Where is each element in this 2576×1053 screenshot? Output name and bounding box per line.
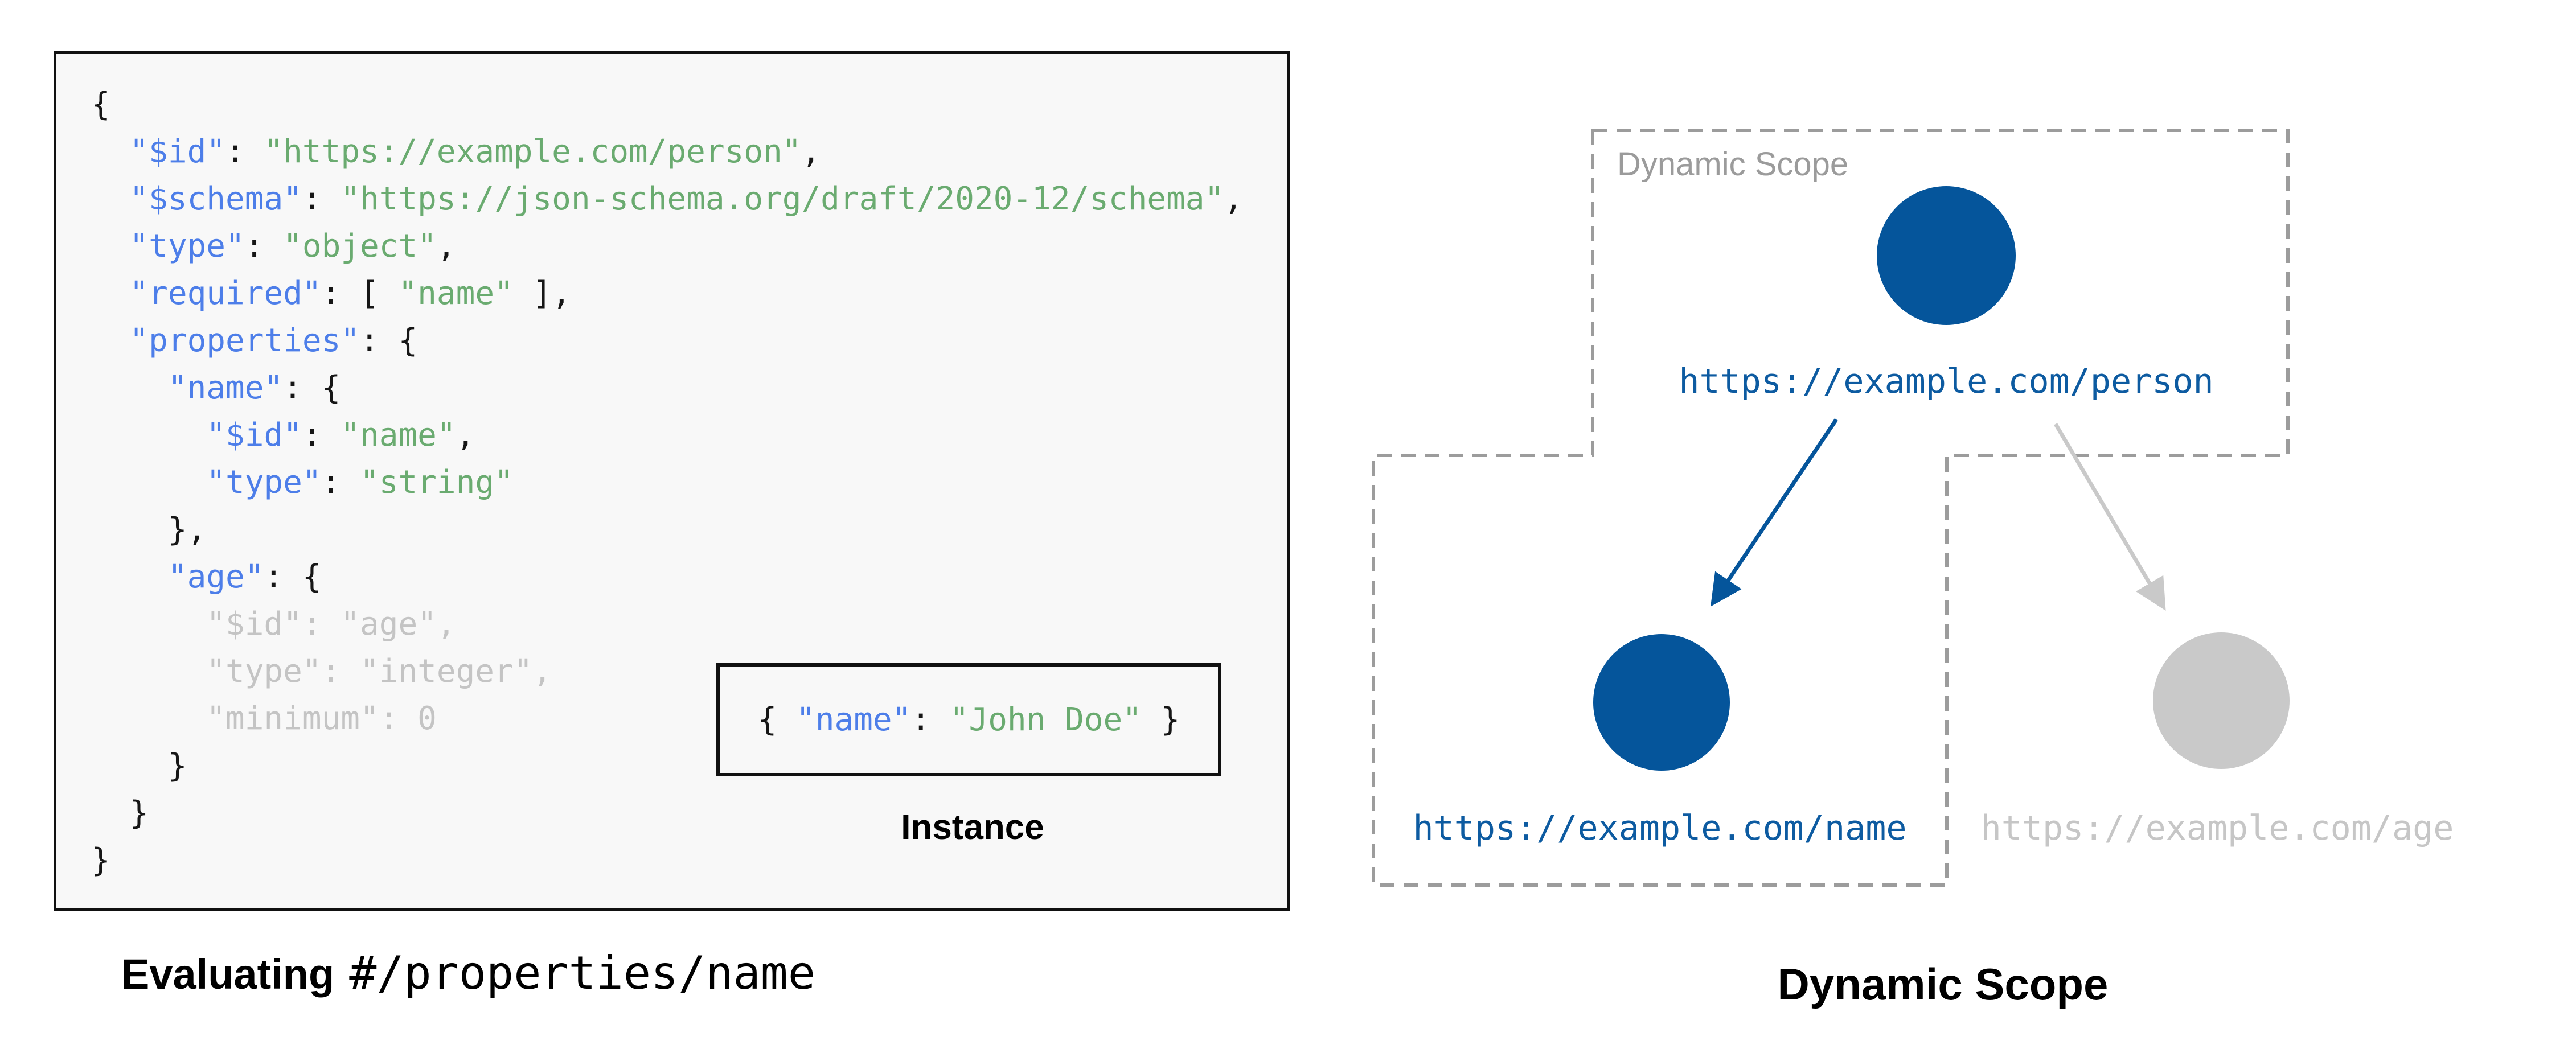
code-line: } — [91, 789, 1243, 837]
code-line: "$id": "https://example.com/person", — [91, 128, 1243, 175]
code-line: "age": { — [91, 553, 1243, 600]
code-token: "$schema" — [129, 180, 302, 217]
code-line: "minimum": 0 — [91, 695, 1243, 742]
code-token: "required" — [129, 275, 322, 312]
code-token: "https://json-schema.org/draft/2020-12/s… — [341, 180, 1224, 217]
name-node — [1593, 634, 1730, 771]
code-line: }, — [91, 506, 1243, 553]
code-token: "type": "integer", — [91, 653, 552, 690]
code-line: "type": "integer", — [91, 648, 1243, 695]
code-token: "$id" — [206, 417, 302, 454]
code-token: ], — [513, 275, 571, 312]
instance-label: Instance — [901, 808, 1044, 847]
code-token: } — [91, 842, 110, 879]
code-token: : { — [264, 558, 322, 595]
code-line: "type": "object", — [91, 223, 1243, 270]
code-line: } — [91, 837, 1243, 884]
code-token: : { — [360, 322, 418, 359]
code-line: } — [91, 742, 1243, 789]
evaluating-caption-bold: Evaluating — [121, 951, 335, 998]
edge-person-to-age-arrow — [2053, 423, 2166, 611]
code-line: "$schema": "https://json-schema.org/draf… — [91, 175, 1243, 223]
code-token: : [ — [321, 275, 399, 312]
code-token: { — [91, 86, 110, 123]
dynamic-scope-outline — [1372, 129, 2290, 887]
code-token: "string" — [360, 464, 514, 501]
name-node-url: https://example.com/name — [1413, 808, 1907, 848]
code-line: "type": "string" — [91, 459, 1243, 506]
code-token: "minimum": 0 — [91, 700, 437, 737]
code-token: , — [436, 228, 456, 265]
code-token: : — [302, 417, 341, 454]
code-token: "name" — [398, 275, 514, 312]
age-node-url: https://example.com/age — [1981, 808, 2454, 848]
person-node — [1877, 186, 2016, 325]
code-token: "type" — [206, 464, 322, 501]
instance-token: { — [757, 701, 797, 738]
code-token: "https://example.com/person" — [264, 133, 802, 170]
code-line: "required": [ "name" ], — [91, 270, 1243, 317]
instance-box: { "name": "John Doe" } — [716, 663, 1221, 776]
code-token: } — [91, 747, 187, 784]
evaluating-caption: Evaluating #/properties/name — [121, 951, 815, 996]
code-token: "properties" — [129, 322, 360, 359]
code-token: "object" — [283, 228, 437, 265]
code-token: , — [456, 417, 475, 454]
code-line: "$id": "age", — [91, 600, 1243, 648]
code-token: "type" — [129, 228, 245, 265]
code-token: "name" — [167, 369, 284, 406]
code-line: "$id": "name", — [91, 412, 1243, 459]
code-token: , — [1224, 180, 1243, 217]
code-line: { — [91, 81, 1243, 128]
code-token: } — [91, 795, 149, 832]
edge-person-to-name-arrow — [1711, 418, 1838, 607]
schema-code-panel: { "$id": "https://example.com/person", "… — [54, 51, 1290, 911]
code-token: }, — [91, 511, 207, 548]
code-token: "$id" — [129, 133, 226, 170]
dynamic-scope-inline-label: Dynamic Scope — [1617, 146, 1848, 183]
code-token: "name" — [341, 417, 456, 454]
code-token: "age" — [167, 558, 264, 595]
code-token: : — [244, 228, 284, 265]
dynamic-scope-caption: Dynamic Scope — [1777, 959, 2109, 1009]
code-token: : { — [283, 369, 341, 406]
code-token: : — [225, 133, 264, 170]
code-line: "name": { — [91, 364, 1243, 412]
person-node-url: https://example.com/person — [1679, 361, 2213, 401]
code-line: "properties": { — [91, 317, 1243, 364]
schema-code: { "$id": "https://example.com/person", "… — [91, 81, 1243, 884]
code-token: , — [801, 133, 821, 170]
instance-token: } — [1141, 701, 1180, 738]
code-token: : — [302, 180, 341, 217]
code-token: : — [321, 464, 360, 501]
code-token: "$id": "age", — [91, 606, 456, 643]
instance-token: "name" — [796, 701, 912, 738]
instance-token: "John Doe" — [949, 701, 1142, 738]
age-node — [2153, 632, 2290, 769]
evaluating-caption-pointer: #/properties/name — [349, 947, 815, 999]
instance-token: : — [911, 701, 950, 738]
